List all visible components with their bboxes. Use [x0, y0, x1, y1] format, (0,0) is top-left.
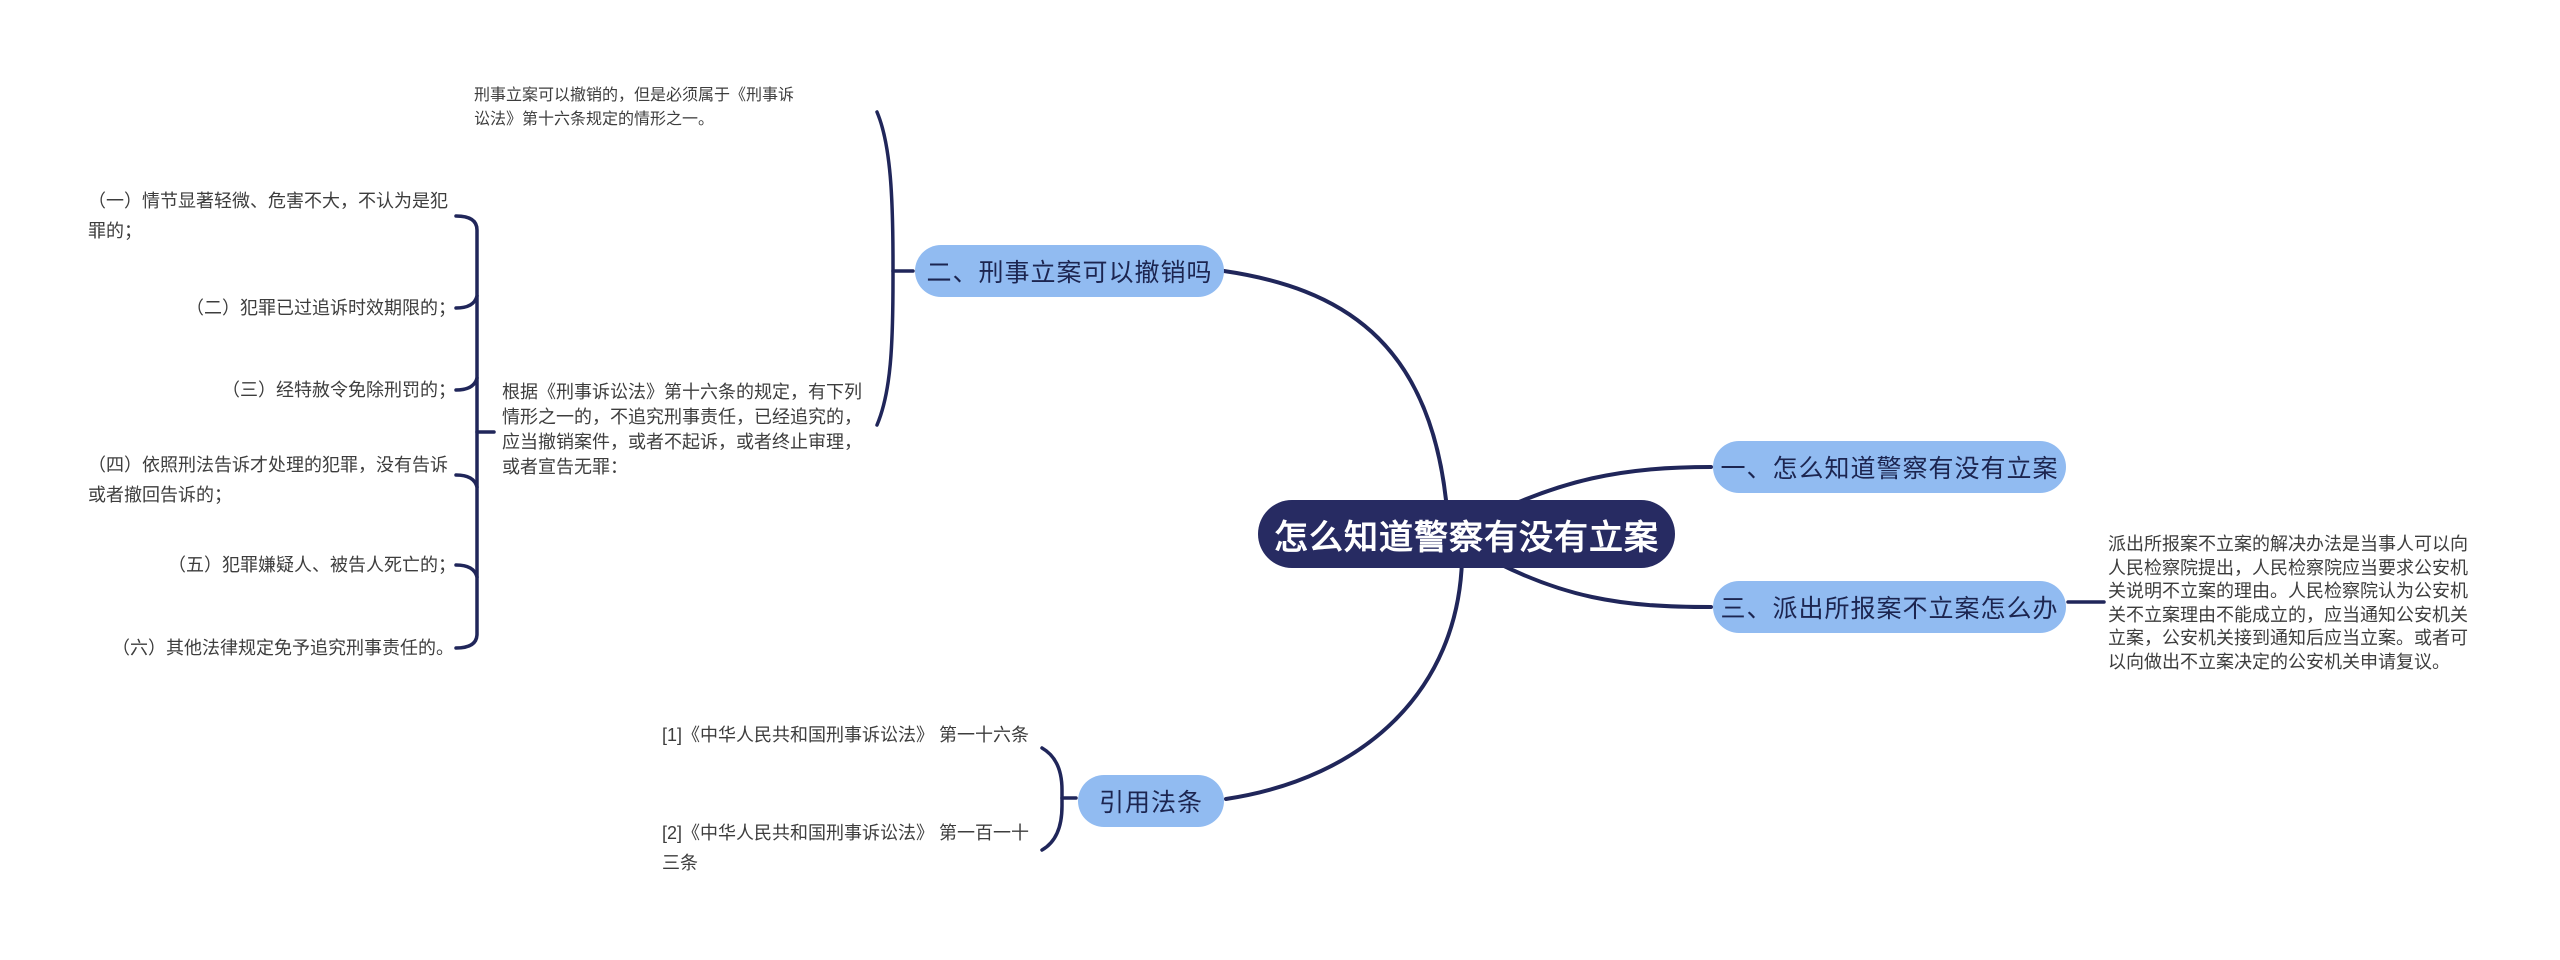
case-item-6: （六）其他法律规定免予追究刑事责任的。	[112, 638, 454, 658]
note-branch-three: 派出所报案不立案的解决办法是当事人可以向人民检察院提出，人民检察院应当要求公安机…	[2108, 534, 2468, 672]
case-item-1: （一）情节显著轻微、危害不大，不认为是犯罪的；	[88, 191, 448, 241]
note-intro: 刑事立案可以撤销的，但是必须属于《刑事诉讼法》第十六条规定的情形之一。	[474, 87, 795, 128]
brace-cases-hook-2	[454, 294, 479, 310]
brace-citations	[1040, 746, 1064, 852]
case-item-2: （二）犯罪已过追诉时效期限的；	[186, 298, 456, 318]
brace-cases-hook-4	[454, 473, 479, 489]
branch-node-two-label: 二、刑事立案可以撤销吗	[926, 259, 1213, 287]
case-item-5: （五）犯罪嫌疑人、被告人死亡的；	[168, 555, 456, 575]
brace-cases-spine	[454, 214, 479, 650]
branch-node-one-label: 一、怎么知道警察有没有立案	[1720, 455, 2059, 483]
branch-node-citations-label: 引用法条	[1098, 789, 1203, 817]
note-basis: 根据《刑事诉讼法》第十六条的规定，有下列情形之一的，不追究刑事责任，已经追究的，…	[502, 382, 862, 477]
brace-branch-two	[875, 110, 895, 427]
citation-1: [1]《中华人民共和国刑事诉讼法》 第一十六条	[662, 725, 1030, 745]
branch-node-two[interactable]: 二、刑事立案可以撤销吗	[915, 245, 1224, 297]
root-node[interactable]: 怎么知道警察有没有立案	[1258, 500, 1675, 568]
branch-node-three-label: 三、派出所报案不立案怎么办	[1720, 595, 2059, 623]
brace-cases-hook-5	[454, 563, 479, 579]
root-node-label: 怎么知道警察有没有立案	[1274, 518, 1659, 557]
case-item-3: （三）经特赦令免除刑罚的；	[222, 380, 456, 400]
branch-node-three[interactable]: 三、派出所报案不立案怎么办	[1713, 581, 2066, 633]
case-item-4: （四）依照刑法告诉才处理的犯罪，没有告诉或者撤回告诉的；	[88, 455, 448, 505]
branch-node-citations[interactable]: 引用法条	[1078, 775, 1224, 827]
citation-2: [2]《中华人民共和国刑事诉讼法》 第一百一十三条	[662, 823, 1030, 873]
brace-cases-hook-3	[454, 376, 479, 392]
edge-root-to-branch-two	[1222, 269, 1448, 502]
branch-node-one[interactable]: 一、怎么知道警察有没有立案	[1713, 441, 2066, 493]
edge-root-to-branch-citations	[1224, 558, 1464, 801]
